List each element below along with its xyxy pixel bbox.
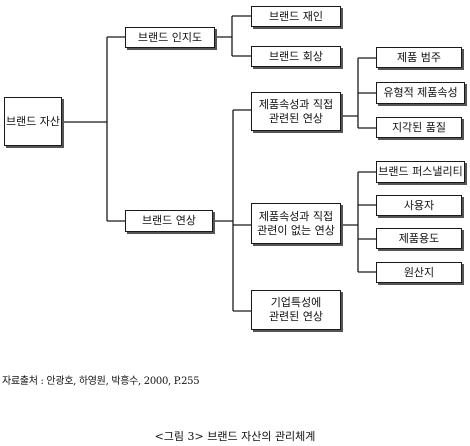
brand-equity-diagram: 브랜드 자산 브랜드 인지도 브랜드 연상 브랜드 재인 브랜드 회상 제품속성… [4, 6, 465, 330]
node-brand-equity: 브랜드 자산 [4, 97, 62, 146]
node-brand-personality: 브랜드 퍼스낼리티 [376, 161, 465, 183]
node-tangible-attributes: 유형적 제품속성 [376, 82, 465, 104]
node-user: 사용자 [376, 195, 462, 216]
node-product-usage: 제품용도 [376, 228, 462, 249]
node-product-category: 제품 범주 [376, 47, 462, 68]
node-brand-recall: 브랜드 회상 [251, 46, 341, 67]
node-non-product-related-association: 제품속성과 직접 관련이 없는 연상 [251, 203, 341, 244]
node-brand-awareness: 브랜드 인지도 [125, 27, 215, 48]
node-product-related-association: 제품속성과 직접 관련된 연상 [251, 92, 341, 131]
node-brand-recognition: 브랜드 재인 [251, 6, 341, 27]
node-country-of-origin: 원산지 [376, 262, 462, 283]
figure-caption: <그림 3> 브랜드 자산의 관리체계 [154, 430, 316, 443]
node-brand-association: 브랜드 연상 [125, 210, 213, 232]
connector-lines [62, 15, 376, 312]
node-corporate-association: 기업특성에 관련된 연상 [251, 290, 341, 330]
source-note: 자료출처 : 안광호, 하영원, 박흥수, 2000, P.255 [2, 376, 200, 387]
node-perceived-quality: 지각된 품질 [376, 117, 462, 138]
